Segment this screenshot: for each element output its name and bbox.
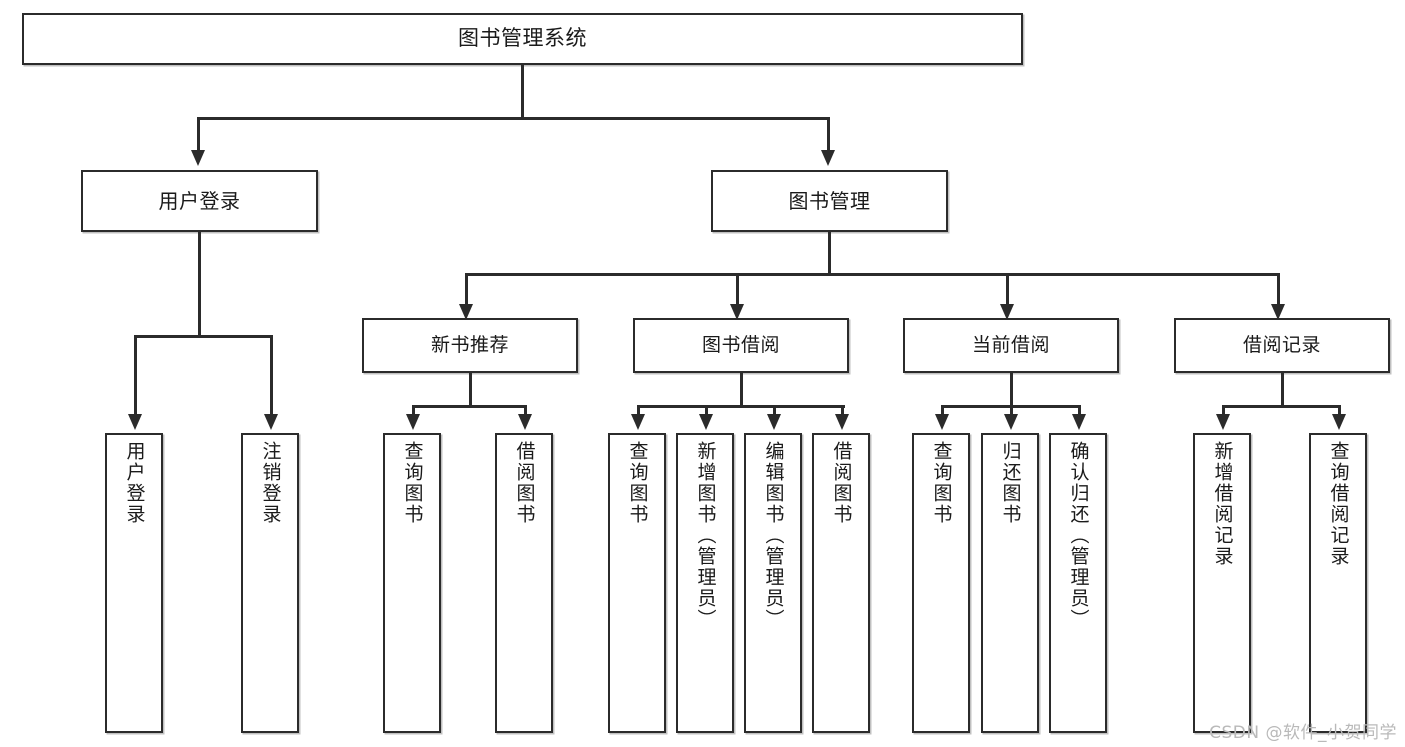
node-leaf-user-login[interactable]: 用户登录 [105,433,163,733]
connector-bm-drop-3 [1006,273,1009,305]
node-leaf-borrow-book-2[interactable]: 借阅图书 [812,433,870,733]
connector-bb-stem [740,373,743,405]
node-leaf-query-book-1[interactable]: 查询图书 [383,433,441,733]
connector-bm-drop-4 [1277,273,1280,305]
connector-nbr-drop-1 [412,405,415,415]
connector-bm-drop-1 [465,273,468,305]
node-label: 查询图书 [930,441,953,525]
node-label: 图书管理系统 [458,26,587,51]
node-book-manage[interactable]: 图书管理 [711,170,948,232]
node-current-borrow[interactable]: 当前借阅 [903,318,1119,373]
arrowhead-user-login [191,150,205,166]
arrowhead-leaf-logout-login [264,414,278,430]
node-label: 图书管理 [788,188,871,213]
node-leaf-add-record[interactable]: 新增借阅记录 [1193,433,1251,733]
connector-root-to-user-login [197,117,200,151]
arrowhead-leaf-query-book-1 [406,414,420,430]
connector-bb-drop-1 [637,405,640,415]
connector-cb-drop-1 [941,405,944,415]
arrowhead-leaf-user-login [128,414,142,430]
connector-book-manage-stem [828,232,831,273]
connector-br-drop-2 [1338,405,1341,415]
arrowhead-borrow-record [1271,304,1285,320]
node-leaf-query-book-3[interactable]: 查询图书 [912,433,970,733]
node-label: 新书推荐 [430,333,509,356]
connector-book-manage-bus [465,273,1279,276]
node-label: 新增借阅记录 [1211,441,1234,567]
connector-root-stem [521,65,524,117]
node-leaf-query-record[interactable]: 查询借阅记录 [1309,433,1367,733]
node-root-system[interactable]: 图书管理系统 [22,13,1023,65]
node-label: 确认归还（管理员） [1067,441,1090,630]
node-label: 查询借阅记录 [1327,441,1350,567]
node-label: 用户登录 [123,441,146,525]
connector-nbr-drop-2 [524,405,527,415]
node-label: 编辑图书（管理员） [762,441,785,630]
connector-nbr-stem [469,373,472,405]
node-label: 查询图书 [401,441,424,525]
connector-user-login-stem [198,232,201,335]
connector-bb-drop-2 [705,405,708,415]
node-label: 借阅记录 [1242,333,1321,356]
arrowhead-leaf-confirm-return [1072,414,1086,430]
connector-br-stem [1281,373,1284,405]
connector-br-drop-1 [1222,405,1225,415]
node-label: 用户登录 [158,188,241,213]
connector-bb-drop-3 [773,405,776,415]
connector-root-bus [197,117,829,120]
node-label: 图书借阅 [701,333,780,356]
connector-root-to-book-manage [827,117,830,151]
arrowhead-leaf-borrow-book-1 [518,414,532,430]
arrowhead-leaf-query-record [1332,414,1346,430]
node-leaf-borrow-book-1[interactable]: 借阅图书 [495,433,553,733]
node-label: 借阅图书 [513,441,536,525]
node-leaf-edit-book[interactable]: 编辑图书（管理员） [744,433,802,733]
node-leaf-return-book[interactable]: 归还图书 [981,433,1039,733]
connector-cb-stem [1010,373,1013,405]
arrowhead-leaf-borrow-book-2 [835,414,849,430]
arrowhead-leaf-edit-book [767,414,781,430]
connector-bb-drop-4 [841,405,844,415]
connector-user-login-drop-2 [270,335,273,415]
arrowhead-book-borrow [730,304,744,320]
node-label: 新增图书（管理员） [694,441,717,630]
connector-bb-bus [637,405,845,408]
connector-user-login-drop-1 [134,335,137,415]
arrowhead-leaf-add-book [699,414,713,430]
node-leaf-query-book-2[interactable]: 查询图书 [608,433,666,733]
connector-cb-drop-2 [1010,405,1013,415]
connector-br-bus [1222,405,1340,408]
node-label: 当前借阅 [971,333,1050,356]
node-label: 归还图书 [999,441,1022,525]
arrowhead-leaf-query-book-3 [935,414,949,430]
connector-user-login-bus [134,335,272,338]
connector-cb-drop-3 [1078,405,1081,415]
arrowhead-new-book-recommend [459,304,473,320]
node-borrow-record[interactable]: 借阅记录 [1174,318,1390,373]
arrowhead-leaf-query-book-2 [631,414,645,430]
arrowhead-leaf-add-record [1216,414,1230,430]
arrowhead-current-borrow [1000,304,1014,320]
csdn-watermark: CSDN @软件_小贺同学 [1209,723,1397,743]
node-book-borrow[interactable]: 图书借阅 [633,318,849,373]
node-leaf-logout-login[interactable]: 注销登录 [241,433,299,733]
connector-bm-drop-2 [736,273,739,305]
node-label: 注销登录 [259,441,282,525]
node-leaf-add-book[interactable]: 新增图书（管理员） [676,433,734,733]
node-leaf-confirm-return[interactable]: 确认归还（管理员） [1049,433,1107,733]
connector-nbr-bus [412,405,526,408]
node-user-login[interactable]: 用户登录 [81,170,318,232]
arrowhead-book-manage [821,150,835,166]
node-label: 查询图书 [626,441,649,525]
node-label: 借阅图书 [830,441,853,525]
arrowhead-leaf-return-book [1004,414,1018,430]
node-new-book-recommend[interactable]: 新书推荐 [362,318,578,373]
